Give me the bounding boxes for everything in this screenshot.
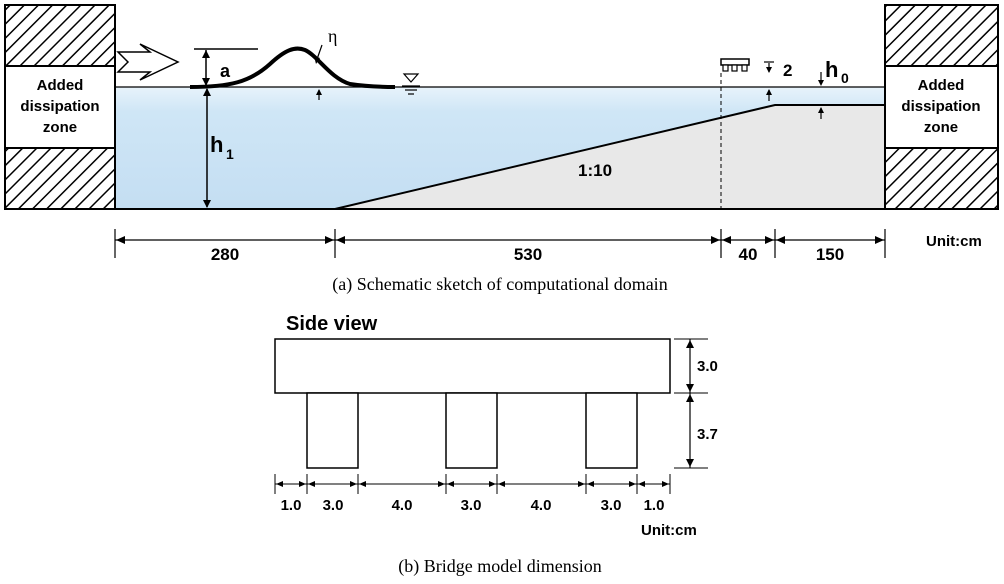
caption-a: (a) Schematic sketch of computational do… xyxy=(332,274,667,295)
right-zone-line3: zone xyxy=(924,119,958,136)
width-dimension-lines xyxy=(274,474,671,494)
width-3: 4.0 xyxy=(392,497,413,514)
dimension-lines xyxy=(114,229,886,258)
domain-sketch: Added dissipation zone Added dissipation… xyxy=(4,4,999,295)
slope-line xyxy=(334,104,885,210)
solitary-wave xyxy=(189,46,396,89)
width-7: 1.0 xyxy=(644,497,665,514)
dim-530: 530 xyxy=(514,245,542,264)
side-view-title: Side view xyxy=(286,313,378,335)
girder-1 xyxy=(306,392,359,469)
label-h1-sub: 1 xyxy=(226,146,234,162)
width-4: 3.0 xyxy=(461,497,482,514)
label-deck-gap: 2 xyxy=(783,61,792,80)
right-zone-line1: Added xyxy=(918,77,965,94)
wave-direction-arrow-icon xyxy=(116,43,180,81)
water-level-symbol-icon xyxy=(402,73,420,83)
girder-2 xyxy=(445,392,498,469)
slope-fill xyxy=(335,105,885,209)
amplitude-arrowhead-bottom xyxy=(202,78,210,86)
width-2: 3.0 xyxy=(323,497,344,514)
dim-40: 40 xyxy=(739,245,758,264)
bridge-model-icon xyxy=(720,58,750,72)
width-1: 1.0 xyxy=(281,497,302,514)
bridge-side-view: Side view 3.0 3.7 xyxy=(274,313,718,577)
left-zone-box xyxy=(4,65,116,149)
label-slope: 1:10 xyxy=(578,161,612,180)
caption-b: (b) Bridge model dimension xyxy=(398,556,601,577)
left-zone-line2: dissipation xyxy=(20,98,99,115)
width-5: 4.0 xyxy=(531,497,552,514)
label-a: a xyxy=(220,61,231,81)
eta-arrowhead xyxy=(314,56,320,64)
girder-3 xyxy=(585,392,638,469)
eta-base-arrowhead xyxy=(316,89,322,95)
dim-150: 150 xyxy=(816,245,844,264)
label-h0: h xyxy=(825,57,838,82)
height-deck: 3.0 xyxy=(697,358,718,375)
label-eta: η xyxy=(328,26,337,46)
left-zone-line1: Added xyxy=(37,77,84,94)
bridge-unit: Unit:cm xyxy=(641,522,697,539)
height-girder: 3.7 xyxy=(697,426,718,443)
width-6: 3.0 xyxy=(601,497,622,514)
amplitude-arrowhead-top xyxy=(202,50,210,58)
left-zone-line3: zone xyxy=(43,119,77,136)
right-zone-line2: dissipation xyxy=(901,98,980,115)
dim-280: 280 xyxy=(211,245,239,264)
right-zone-box xyxy=(884,65,999,149)
label-h1: h xyxy=(210,132,223,157)
sketch-unit: Unit:cm xyxy=(926,233,982,250)
bridge-deck xyxy=(274,338,671,394)
label-h0-sub: 0 xyxy=(841,70,849,86)
